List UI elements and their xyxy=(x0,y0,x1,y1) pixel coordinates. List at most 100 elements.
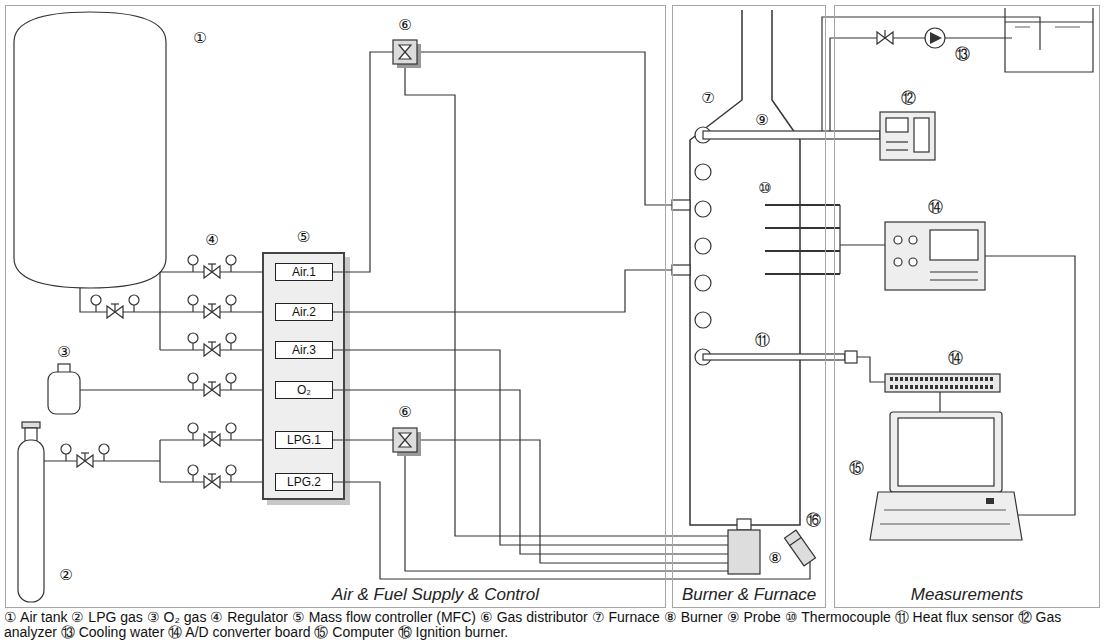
lpg-pipe xyxy=(333,439,393,440)
callout-number: ⑯ xyxy=(806,513,821,528)
burner-body xyxy=(728,530,760,574)
lpg-pipe xyxy=(44,460,160,461)
channel-name: LPG.2 xyxy=(287,475,321,489)
laptop-keyboard xyxy=(880,524,1010,525)
air-pipe xyxy=(333,350,728,545)
mfc-channel: Air.3 xyxy=(275,341,333,359)
logger-knob xyxy=(909,236,917,244)
callout-number: ⑨ xyxy=(755,113,768,128)
channel-name: O₂ xyxy=(297,383,311,397)
analyzer-slot xyxy=(886,141,908,142)
measurement-port xyxy=(695,201,711,217)
gas-analyzer xyxy=(880,112,935,160)
callout-number: ⑬ xyxy=(955,47,970,62)
thermocouple xyxy=(765,250,840,252)
pump-mark xyxy=(930,32,942,44)
laptop-screen xyxy=(890,412,1002,492)
callout-number: ⑩ xyxy=(758,181,771,196)
sampling-probe xyxy=(703,131,880,139)
gas-distributor xyxy=(393,40,417,64)
ignition-burner xyxy=(785,530,816,566)
mfc-housing: ⑤Air.1Air.2Air.3O₂LPG.1LPG.2 xyxy=(262,252,345,500)
callout-number: ④ xyxy=(205,233,218,248)
regulator-symbol xyxy=(188,295,236,318)
laptop-base xyxy=(870,492,1022,540)
section-panel: Measurements xyxy=(834,5,1100,608)
regulator-symbol xyxy=(188,423,236,446)
callout-number: ⑦ xyxy=(701,91,714,106)
regulator-symbol xyxy=(188,333,236,356)
burner-nozzle xyxy=(737,519,751,530)
thermocouple xyxy=(765,273,840,275)
analyzer-panel xyxy=(914,118,929,152)
signal-wire xyxy=(840,244,885,245)
signal-wire xyxy=(839,205,840,274)
mfc-channel: LPG.1 xyxy=(275,431,333,449)
analyzer-display xyxy=(886,118,908,132)
air-manifold xyxy=(159,272,160,350)
measurement-port xyxy=(695,275,711,291)
logger-slot xyxy=(930,279,978,280)
water-tank xyxy=(1005,8,1093,72)
air-pipe xyxy=(405,64,728,536)
valve-symbol xyxy=(399,45,411,59)
mfc-channel: O₂ xyxy=(275,381,333,399)
valve-stem xyxy=(884,30,885,38)
measurement-port xyxy=(695,164,711,180)
callout-number: ② xyxy=(59,568,72,583)
air-inlet xyxy=(672,265,690,275)
laptop-button xyxy=(986,498,994,504)
converter-board xyxy=(885,374,1000,392)
water-level xyxy=(1005,21,1093,22)
figure-caption: ① Air tank ② LPG gas ③ O₂ gas ④ Regulato… xyxy=(4,610,1102,640)
cylinder-valve xyxy=(22,422,40,428)
callout-number: ⑥ xyxy=(398,18,411,33)
cooling-pump xyxy=(925,28,945,48)
channel-name: LPG.1 xyxy=(287,433,321,447)
section-title: Air & Fuel Supply & Control xyxy=(332,585,539,605)
signal-wire xyxy=(857,357,885,382)
terminal-row xyxy=(890,377,995,381)
channel-name: Air.1 xyxy=(292,265,316,279)
callout-number: ⑪ xyxy=(755,333,770,348)
section-panel: Air & Fuel Supply & Control ⑤ Air.1Air.2Ai… xyxy=(5,5,666,608)
lpg-pipe xyxy=(417,440,728,563)
callout-number: ⑮ xyxy=(849,461,864,476)
thermocouple xyxy=(765,227,840,229)
ignition-burner-body xyxy=(785,530,816,566)
regulator-symbol xyxy=(61,444,109,467)
section-title: Measurements xyxy=(911,585,1023,605)
channel-name: Air.3 xyxy=(292,343,316,357)
channel-name: Air.2 xyxy=(292,305,316,319)
air-pipe xyxy=(333,270,672,312)
lpg-manifold xyxy=(159,440,160,482)
callout-number: ⑥ xyxy=(398,405,411,420)
mfc-channel: Air.2 xyxy=(275,303,333,321)
mfc-channel: LPG.2 xyxy=(275,473,333,491)
regulator-symbol xyxy=(188,373,236,396)
callout-number: ⑧ xyxy=(768,551,781,566)
measurement-port xyxy=(695,312,711,328)
logger-knob xyxy=(909,258,917,266)
logger-knob xyxy=(894,236,902,244)
callout-number: ③ xyxy=(57,345,70,360)
ignition-burner-band xyxy=(790,537,801,545)
mfc-housing xyxy=(262,252,345,500)
lpg-cylinder xyxy=(18,440,44,602)
laptop-keyboard xyxy=(884,510,1006,511)
heat-flux-sensor xyxy=(703,354,845,360)
lpg-pipe xyxy=(405,452,728,571)
callout-number: ⑤ xyxy=(264,228,343,246)
callout-number: ⑭ xyxy=(948,351,963,366)
section-panel: Burner & Furnace xyxy=(672,5,826,608)
thermocouple xyxy=(765,204,840,206)
furnace-outline xyxy=(690,10,800,525)
logger-screen xyxy=(930,230,978,260)
terminal-row xyxy=(890,385,995,389)
analyzer-slot xyxy=(886,149,908,150)
callout-number: ⑫ xyxy=(901,91,916,106)
cylinder-neck xyxy=(25,428,37,441)
air-inlet xyxy=(672,200,690,210)
